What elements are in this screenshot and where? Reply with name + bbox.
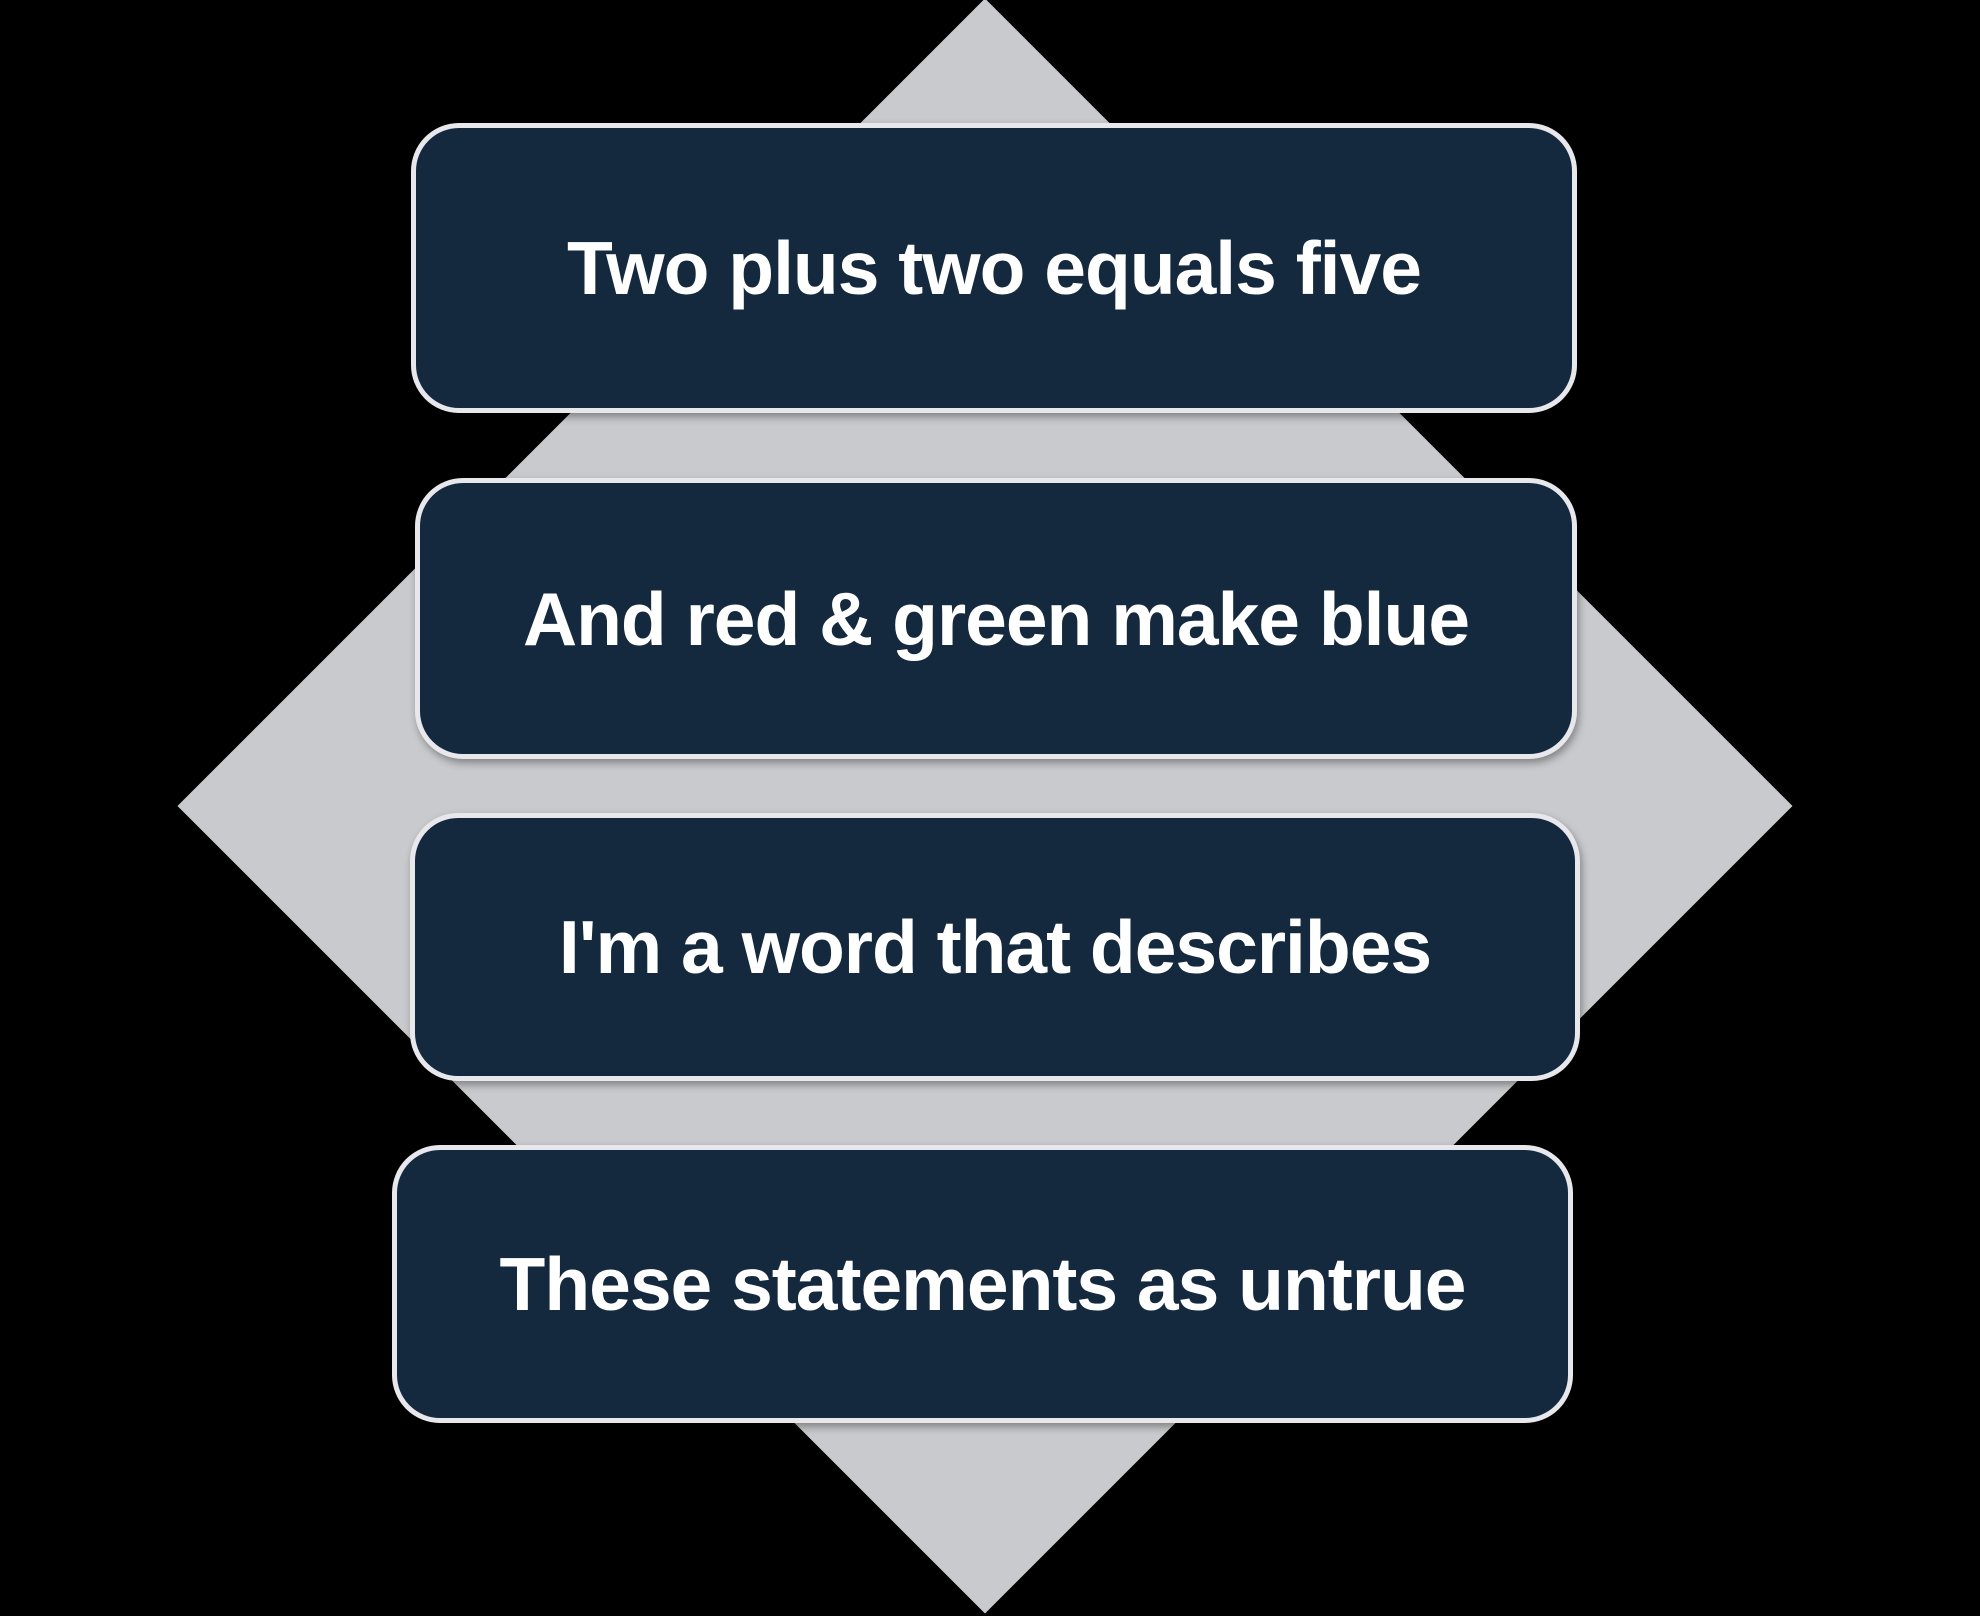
statement-card-3-label: I'm a word that describes — [558, 905, 1432, 989]
statement-card-1: Two plus two equals five — [411, 123, 1577, 413]
statement-card-4: These statements as untrue — [392, 1145, 1573, 1423]
statement-card-2-label: And red & green make blue — [522, 576, 1470, 661]
statement-card-1-label: Two plus two equals five — [567, 226, 1422, 310]
statement-card-3: I'm a word that describes — [410, 813, 1580, 1081]
statement-card-4-label: These statements as untrue — [499, 1242, 1467, 1326]
statement-card-2: And red & green make blue — [415, 478, 1577, 759]
